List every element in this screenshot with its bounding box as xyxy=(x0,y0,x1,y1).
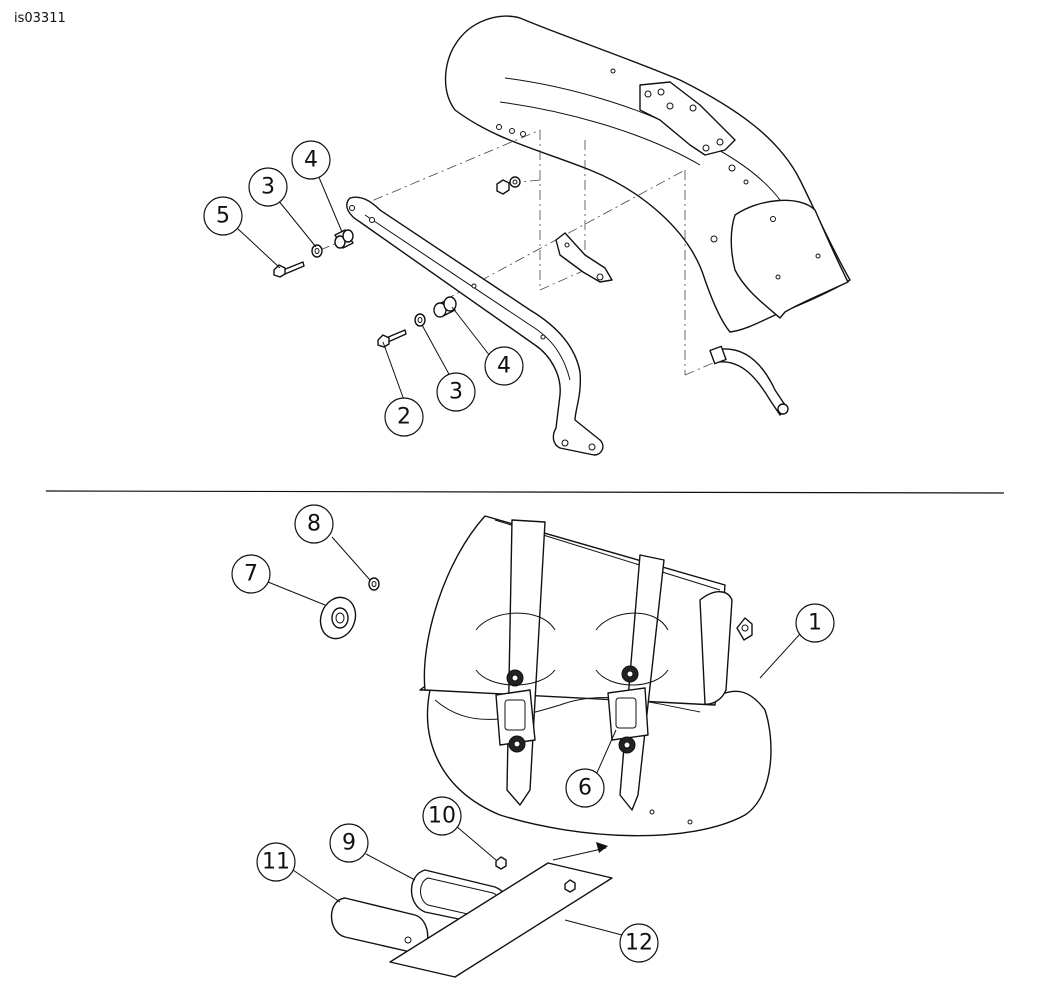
fender-nut xyxy=(496,176,521,195)
callout-6: 6 xyxy=(565,768,605,808)
projection-lines xyxy=(319,129,721,376)
svg-text:2: 2 xyxy=(397,405,411,430)
callout-4-lower: 4 xyxy=(484,346,524,386)
reflector-11 xyxy=(330,897,429,954)
callout-11: 11 xyxy=(256,842,296,882)
svg-text:5: 5 xyxy=(216,204,230,229)
support-bracket xyxy=(346,196,604,456)
washer-3-upper xyxy=(311,244,323,258)
callout-4-upper: 4 xyxy=(291,140,331,180)
fender-bracket-plate xyxy=(639,81,736,156)
bolt-2 xyxy=(377,329,407,348)
svg-text:6: 6 xyxy=(578,776,592,801)
svg-text:10: 10 xyxy=(428,804,456,829)
callout-7: 7 xyxy=(231,554,271,594)
callout-9: 9 xyxy=(329,823,369,863)
washer-8 xyxy=(368,577,380,591)
bolt-5 xyxy=(273,261,305,278)
svg-text:9: 9 xyxy=(342,831,356,856)
lower-strut xyxy=(709,345,789,416)
callout-1: 1 xyxy=(795,603,835,643)
fender-clip xyxy=(555,232,613,283)
section-divider xyxy=(45,490,1005,494)
callout-8: 8 xyxy=(294,504,334,544)
callout-2: 2 xyxy=(384,397,424,437)
strap-left xyxy=(475,519,556,806)
svg-text:11: 11 xyxy=(262,850,290,875)
rear-fender xyxy=(444,15,851,333)
strap-right xyxy=(595,554,669,811)
nut-10 xyxy=(495,856,507,870)
svg-text:12: 12 xyxy=(625,931,653,956)
svg-text:1: 1 xyxy=(808,611,822,636)
svg-text:4: 4 xyxy=(497,354,511,379)
callout-12: 12 xyxy=(619,923,659,963)
document-id: is03311 xyxy=(14,11,66,26)
svg-text:3: 3 xyxy=(261,175,275,200)
washer-3-lower xyxy=(414,313,426,327)
grommet-7 xyxy=(319,596,357,640)
svg-text:7: 7 xyxy=(244,562,258,587)
leader-lines xyxy=(236,174,801,936)
spacer-4-upper xyxy=(334,229,354,249)
callout-10: 10 xyxy=(422,796,462,836)
spacer-4-lower xyxy=(433,296,457,318)
callout-3-lower: 3 xyxy=(436,372,476,412)
callout-3-upper: 3 xyxy=(248,167,288,207)
svg-text:3: 3 xyxy=(449,380,463,405)
callout-5: 5 xyxy=(203,196,243,236)
svg-text:4: 4 xyxy=(304,148,318,173)
svg-text:8: 8 xyxy=(307,512,321,537)
kit-12 xyxy=(389,842,613,978)
